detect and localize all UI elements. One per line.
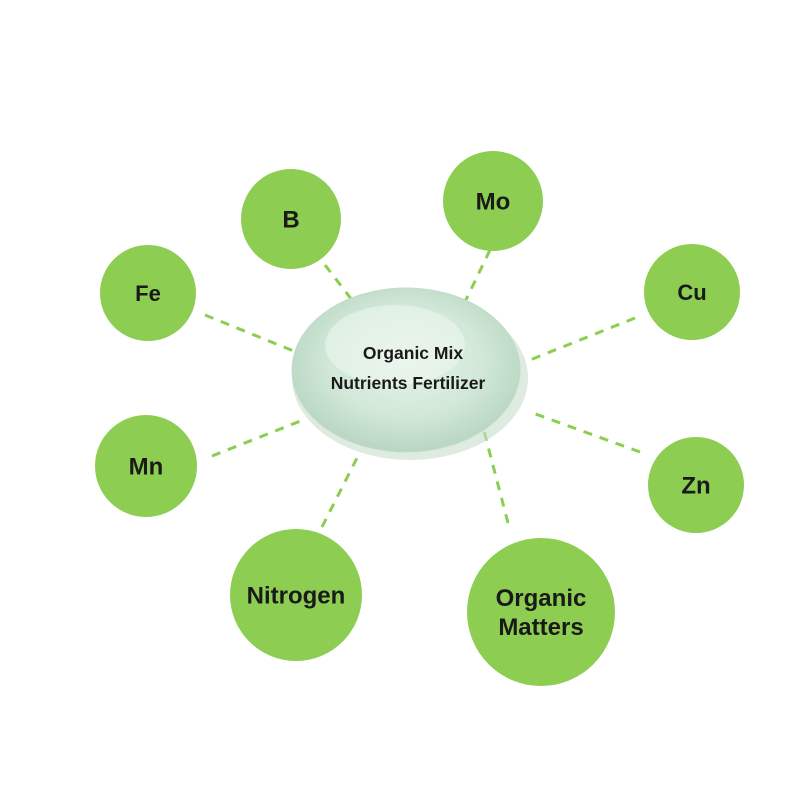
node-label-mo: Mo <box>476 189 511 216</box>
center-label-line1: Organic Mix <box>363 343 463 363</box>
node-label-fe: Fe <box>135 281 161 306</box>
center-powder-pile: Organic Mix Nutrients Fertilizer <box>292 288 528 460</box>
connector-fe <box>205 315 296 352</box>
connector-zn <box>530 412 640 452</box>
node-label-nitrogen: Nitrogen <box>247 583 346 610</box>
node-zn: Zn <box>648 437 744 533</box>
connector-mo <box>462 250 490 308</box>
node-label-organic-matters-line1: Organic <box>496 585 587 612</box>
node-nitrogen: Nitrogen <box>230 529 362 661</box>
node-mo: Mo <box>443 151 543 251</box>
node-label-cu: Cu <box>677 280 706 305</box>
node-fe: Fe <box>100 245 196 341</box>
node-label-organic-matters-line2: Matters <box>498 614 583 641</box>
connector-cu <box>530 318 635 360</box>
node-label-zn: Zn <box>681 473 710 500</box>
node-label-mn: Mn <box>129 454 164 481</box>
connector-b <box>325 265 352 300</box>
node-b: B <box>241 169 341 269</box>
center-label-line2: Nutrients Fertilizer <box>331 373 486 393</box>
connector-mn <box>212 420 303 456</box>
node-cu: Cu <box>644 244 740 340</box>
node-mn: Mn <box>95 415 197 517</box>
connector-nitrogen <box>322 458 357 527</box>
node-label-b: B <box>282 207 299 234</box>
connector-organic-matters <box>483 427 508 523</box>
